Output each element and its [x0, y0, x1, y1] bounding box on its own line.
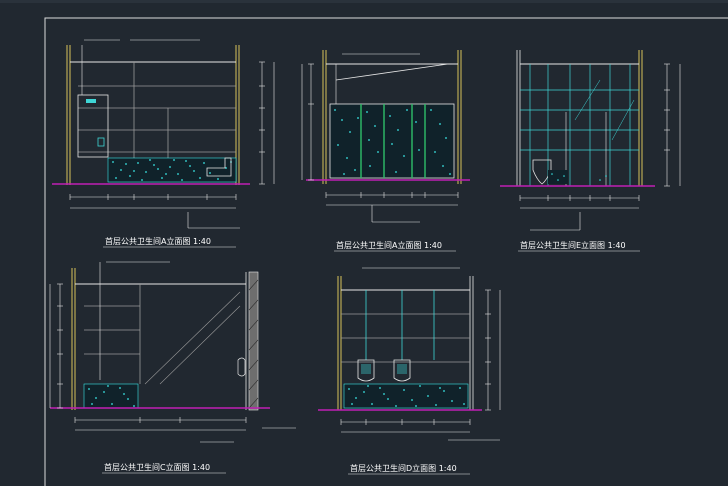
- elevation-d: 首层公共卫生间D立面图 1:40: [318, 267, 501, 475]
- elevation-a-left: 首层公共卫生间A立面图 1:40: [52, 39, 275, 248]
- elevation-e: 首层公共卫生间E立面图 1:40: [500, 50, 681, 252]
- elevation-c: 首层公共卫生间C立面图 1:40: [49, 261, 296, 474]
- elevation-a-center: 首层公共卫生间A立面图 1:40: [301, 50, 470, 252]
- caption-elevation-a-1: 首层公共卫生间A立面图 1:40: [105, 236, 211, 246]
- caption-elevation-a-2: 首层公共卫生间A立面图 1:40: [336, 240, 442, 250]
- caption-elevation-d: 首层公共卫生间D立面图 1:40: [350, 463, 457, 473]
- sheet-frame: [44, 17, 728, 486]
- caption-elevation-e: 首层公共卫生间E立面图 1:40: [520, 240, 626, 250]
- caption-elevation-c: 首层公共卫生间C立面图 1:40: [104, 462, 210, 472]
